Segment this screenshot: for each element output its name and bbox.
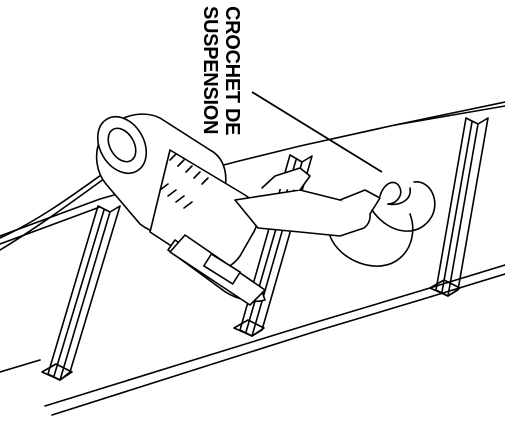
- ceiling-panel: [0, 101, 505, 416]
- rail-left: [41, 205, 121, 381]
- power-cord: [0, 169, 109, 239]
- rail-right: [429, 117, 489, 297]
- power-cord-2: [0, 175, 109, 251]
- heat-gun: [95, 113, 381, 306]
- housing-vents: [159, 153, 209, 209]
- hanging-hook: [329, 181, 436, 267]
